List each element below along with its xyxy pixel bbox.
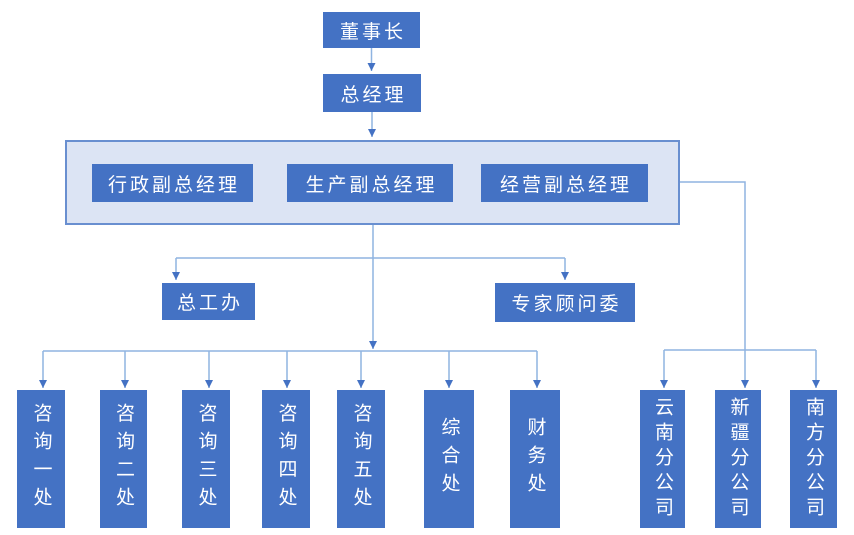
node-expert-advisory-committee: 专家顾问委 — [495, 283, 635, 322]
node-consulting-division-5: 咨询五处 — [337, 390, 385, 528]
node-yunnan-branch: 云南分公司 — [640, 390, 685, 528]
node-chief-engineer-office: 总工办 — [162, 283, 255, 320]
node-chairman: 董事长 — [323, 12, 420, 48]
node-consulting-division-1: 咨询一处 — [17, 390, 65, 528]
node-vp-production: 生产副总经理 — [287, 164, 453, 202]
node-consulting-division-2: 咨询二处 — [100, 390, 147, 528]
node-finance-division: 财务处 — [510, 390, 560, 528]
node-consulting-division-4: 咨询四处 — [262, 390, 310, 528]
node-vp-operations: 经营副总经理 — [481, 164, 648, 202]
node-general-manager: 总经理 — [323, 74, 421, 112]
node-southern-branch: 南方分公司 — [790, 390, 837, 528]
node-general-affairs-division: 综合处 — [424, 390, 474, 528]
node-vp-admin: 行政副总经理 — [92, 164, 253, 202]
node-xinjiang-branch: 新疆分公司 — [715, 390, 761, 528]
node-consulting-division-3: 咨询三处 — [182, 390, 230, 528]
